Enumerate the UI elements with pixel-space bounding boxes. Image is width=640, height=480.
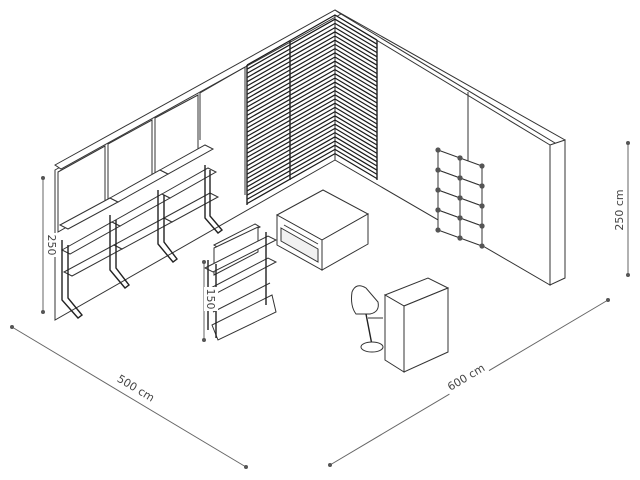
bar-stool: [351, 285, 384, 353]
cube-connector: [479, 223, 485, 229]
slat-right: [334, 106, 378, 133]
slat-right: [334, 85, 378, 112]
slat-left: [246, 22, 336, 74]
cube-connector: [479, 203, 485, 209]
slat-right: [334, 56, 378, 83]
slat-right: [334, 35, 378, 62]
slat-left: [246, 14, 336, 66]
slat-left: [246, 106, 336, 158]
slat-right: [334, 98, 378, 125]
slat-left: [246, 39, 336, 91]
slat-left: [246, 115, 336, 167]
cube-connector: [435, 187, 441, 193]
slat-right: [334, 140, 378, 167]
slat-right: [334, 27, 378, 54]
slat-left: [246, 64, 336, 116]
slat-left: [246, 140, 336, 192]
cube-connector: [435, 167, 441, 173]
slat-left: [246, 119, 336, 171]
slat-right: [334, 119, 378, 146]
slat-right: [334, 90, 378, 117]
slat-left: [246, 123, 336, 175]
slat-left: [246, 56, 336, 108]
slat-left: [246, 148, 336, 200]
slat-right: [334, 144, 378, 171]
slat-right: [334, 31, 378, 58]
cube-connector: [457, 155, 463, 161]
slat-right: [334, 81, 378, 108]
slat-left: [246, 73, 336, 125]
slat-left: [246, 94, 336, 146]
slat-right: [334, 102, 378, 129]
slat-left: [246, 111, 336, 163]
cube-connector: [479, 243, 485, 249]
slat-right: [334, 127, 378, 154]
cube-connector: [457, 175, 463, 181]
cube-connector: [479, 183, 485, 189]
slat-left: [246, 77, 336, 129]
reception-counter: [383, 277, 450, 373]
slat-left: [246, 127, 336, 179]
slat-right: [334, 123, 378, 150]
slat-left: [246, 136, 336, 188]
slat-left: [246, 153, 336, 205]
slat-left: [246, 18, 336, 70]
slat-right: [334, 115, 378, 142]
slat-right: [334, 94, 378, 121]
slat-right: [334, 52, 378, 79]
slat-left: [246, 81, 336, 133]
cube-connector: [435, 147, 441, 153]
slat-right: [334, 48, 378, 75]
slat-right: [334, 18, 378, 45]
slat-right: [334, 69, 378, 96]
slat-left: [246, 132, 336, 184]
slat-right: [334, 111, 378, 138]
slat-right: [334, 14, 378, 41]
slat-left: [246, 144, 336, 196]
unit-height-dimension-label: 150: [204, 289, 217, 310]
slat-left: [246, 69, 336, 121]
slat-left: [246, 90, 336, 142]
slat-right: [334, 132, 378, 159]
slat-left: [246, 60, 336, 112]
slat-right: [334, 64, 378, 91]
shelf-unit: [203, 223, 278, 341]
cube-connector: [457, 195, 463, 201]
cube-connector: [435, 207, 441, 213]
left-height-dimension-label: 250: [45, 235, 58, 256]
slat-right: [334, 77, 378, 104]
right-wall-end: [549, 139, 566, 286]
slat-right: [334, 39, 378, 66]
slat-right: [334, 136, 378, 163]
slat-left: [246, 31, 336, 83]
slat-left: [246, 98, 336, 150]
slat-left: [246, 52, 336, 104]
slat-left: [246, 43, 336, 95]
slat-left: [246, 35, 336, 87]
slat-left: [246, 27, 336, 79]
cube-connector: [457, 235, 463, 241]
cube-tower: [435, 147, 485, 249]
slat-left: [246, 85, 336, 137]
cube-connector: [479, 163, 485, 169]
slat-right: [334, 60, 378, 87]
display-table: [275, 189, 370, 271]
slat-right: [334, 43, 378, 70]
cube-connector: [457, 215, 463, 221]
slat-right: [334, 153, 378, 180]
slat-left: [246, 102, 336, 154]
wall-shelving: [58, 144, 224, 319]
wall-height-dimension-label: 250 cm: [613, 189, 626, 230]
slat-right: [334, 148, 378, 175]
cube-connector: [435, 227, 441, 233]
slat-right: [334, 73, 378, 100]
slat-left: [246, 48, 336, 100]
slat-right: [334, 22, 378, 49]
slatted-wall-panel: [246, 14, 378, 205]
